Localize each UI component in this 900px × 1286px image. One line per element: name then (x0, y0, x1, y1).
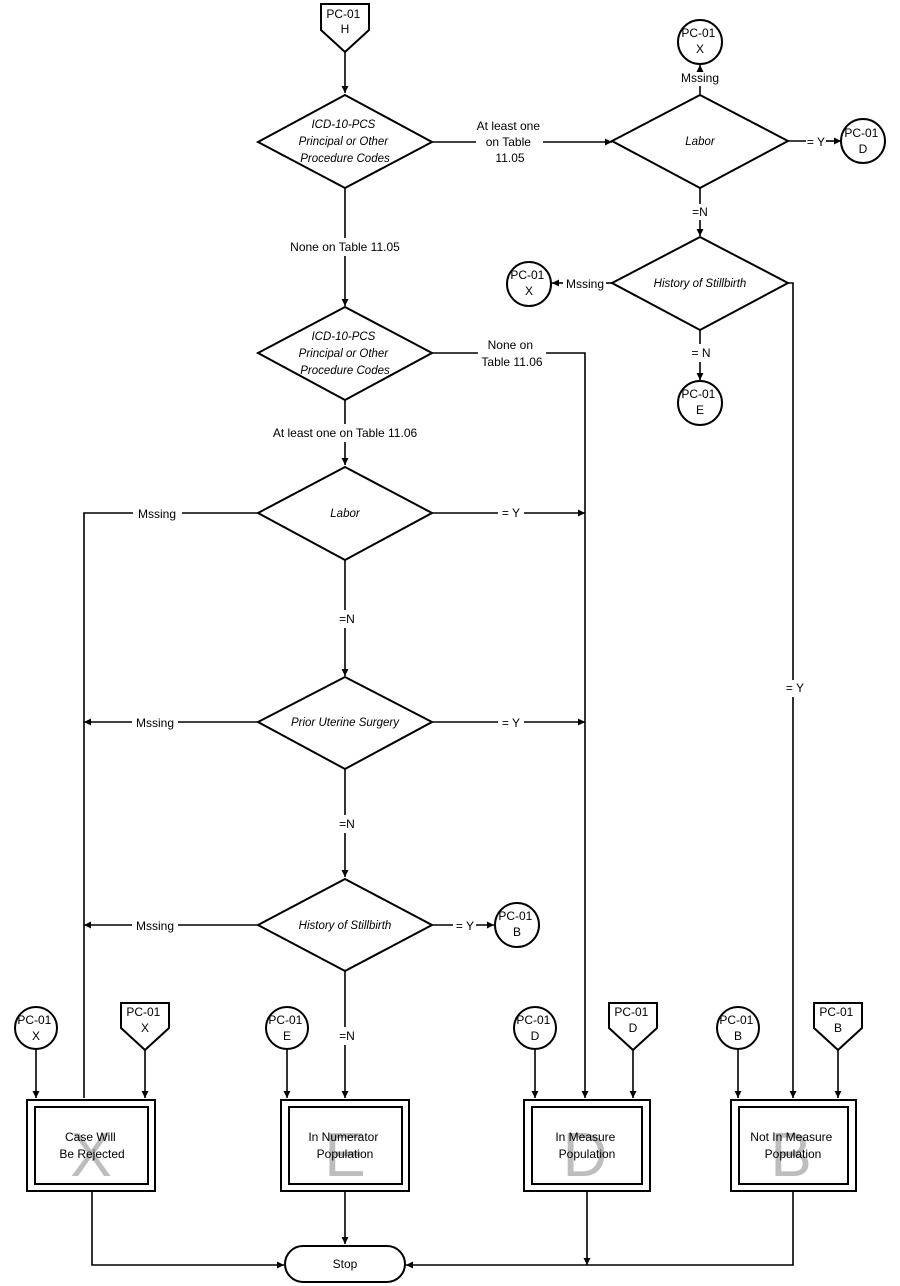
edge-d2-down-label: At least one on Table 11.06 (273, 426, 418, 440)
svg-text:PC-01 B: PC-01 B (819, 1005, 856, 1035)
connector-d-pentagon: PC-01 D (608, 1002, 658, 1052)
outcome-letter-e: E (324, 1121, 365, 1190)
edge-d1-right-label: At least one on Table 11.05 (477, 119, 544, 165)
svg-text:Case Will Be Rejected: Case Will Be Rejected (59, 1130, 124, 1161)
outcome-letter-d: D (563, 1121, 608, 1190)
connector-d-circle: PC-01 D (513, 1006, 557, 1050)
edge-rstill-n-label: = N (691, 346, 710, 360)
outcome-letter-b: B (770, 1121, 811, 1190)
svg-text:Prior Uterine Surgery: Prior Uterine Surgery (291, 717, 400, 729)
decision-history-of-stillbirth-right: History of Stillbirth (609, 235, 791, 332)
svg-text:PC-01 E: PC-01 E (268, 1013, 305, 1043)
svg-text:Labor: Labor (330, 508, 361, 520)
edge-rstill-y-label: = Y (786, 681, 804, 695)
decision-procedure-codes-1106: ICD-10-PCS Principal or Other Procedure … (255, 305, 435, 402)
svg-text:Not In Measure Populatio: Not In Measure Population (750, 1130, 835, 1161)
outcome-case-will-be-rejected: X Case Will Be Rejected (26, 1099, 156, 1192)
connector-entry-h: PC-01 H (320, 3, 370, 54)
connector-right-top-x: PC-01 X (677, 19, 723, 65)
decision-prior-uterine-surgery: Prior Uterine Surgery (255, 675, 435, 771)
svg-text:ICD-10-PCS Principal or: ICD-10-PCS Principal or Other Procedure … (299, 119, 392, 165)
svg-text:PC-01 E: PC-01 E (681, 387, 718, 417)
connector-right-top-d: PC-01 D (840, 118, 886, 164)
svg-text:In Measure Population: In Measure Population (555, 1130, 618, 1161)
connector-stillbirth-b: PC-01 B (494, 902, 540, 948)
edge-still-missing-label: Mssing (136, 919, 174, 933)
decision-history-of-stillbirth: History of Stillbirth (255, 877, 435, 973)
edge-d2-right-label: None on Table 11.06 (481, 338, 542, 369)
edge-rlabor-missing-label: Mssing (681, 71, 719, 85)
connector-right-mid-e: PC-01 E (677, 380, 723, 426)
connector-x-circle: PC-01 X (14, 1006, 58, 1050)
svg-text:PC-01 X: PC-01 X (126, 1005, 163, 1035)
edge-rlabor-n-label: =N (692, 205, 708, 219)
flow-lines (32, 52, 842, 1269)
svg-text:PC-01 D: PC-01 D (516, 1013, 553, 1043)
edge-labor-missing-label: Mssing (138, 507, 176, 521)
edge-labels: At least one on Table 11.05 None on Tabl… (136, 71, 825, 1043)
svg-text:ICD-10-PCS Principal or: ICD-10-PCS Principal or Other Procedure … (299, 331, 392, 377)
svg-text:PC-01 H: PC-01 H (326, 7, 363, 36)
svg-text:PC-01 D: PC-01 D (844, 126, 881, 156)
edge-rlabor-y-label: = Y (807, 135, 825, 149)
svg-text:In Numerator Population: In Numerator Population (308, 1130, 381, 1161)
terminator-stop: Stop (284, 1245, 406, 1283)
svg-text:Stop: Stop (333, 1257, 358, 1271)
decision-procedure-codes-1105: ICD-10-PCS Principal or Other Procedure … (255, 93, 435, 190)
edge-rstill-missing-label: Mssing (566, 277, 604, 291)
edge-prior-missing-label: Mssing (136, 716, 174, 730)
outcome-not-in-measure-population: B Not In Measure Population (730, 1099, 857, 1192)
edge-still-y-label: = Y (456, 919, 474, 933)
edge-labor-y-label: = Y (502, 506, 520, 520)
connector-right-mid-x: PC-01 X (506, 261, 552, 307)
connector-e-circle: PC-01 E (265, 1006, 309, 1050)
edge-prior-n-label: =N (339, 817, 355, 831)
edge-labor-n-label: =N (339, 612, 355, 626)
svg-text:PC-01 B: PC-01 B (498, 909, 535, 939)
edge-prior-y-label: = Y (502, 716, 520, 730)
svg-text:History of Stillbirth: History of Stillbirth (299, 920, 392, 932)
edge-d1-down-label: None on Table 11.05 (290, 240, 400, 254)
outcome-in-numerator-population: E In Numerator Population (280, 1099, 410, 1192)
edge-still-n-label: =N (339, 1029, 355, 1043)
connector-b-circle: PC-01 B (716, 1006, 760, 1050)
connector-b-pentagon: PC-01 B (813, 1002, 863, 1052)
svg-text:Labor: Labor (685, 136, 716, 148)
svg-text:PC-01 X: PC-01 X (681, 26, 718, 56)
outcome-letter-x: X (70, 1121, 111, 1190)
decision-labor: Labor (255, 465, 435, 562)
svg-text:History of Stillbirth: History of Stillbirth (654, 278, 747, 290)
connector-x-pentagon: PC-01 X (120, 1002, 170, 1052)
outcome-in-measure-population: D In Measure Population (523, 1099, 651, 1192)
svg-text:PC-01 B: PC-01 B (719, 1013, 756, 1043)
svg-text:PC-01 D: PC-01 D (614, 1005, 651, 1035)
decision-labor-right: Labor (609, 93, 791, 190)
svg-text:PC-01 X: PC-01 X (510, 268, 547, 298)
svg-text:PC-01 X: PC-01 X (17, 1013, 54, 1043)
